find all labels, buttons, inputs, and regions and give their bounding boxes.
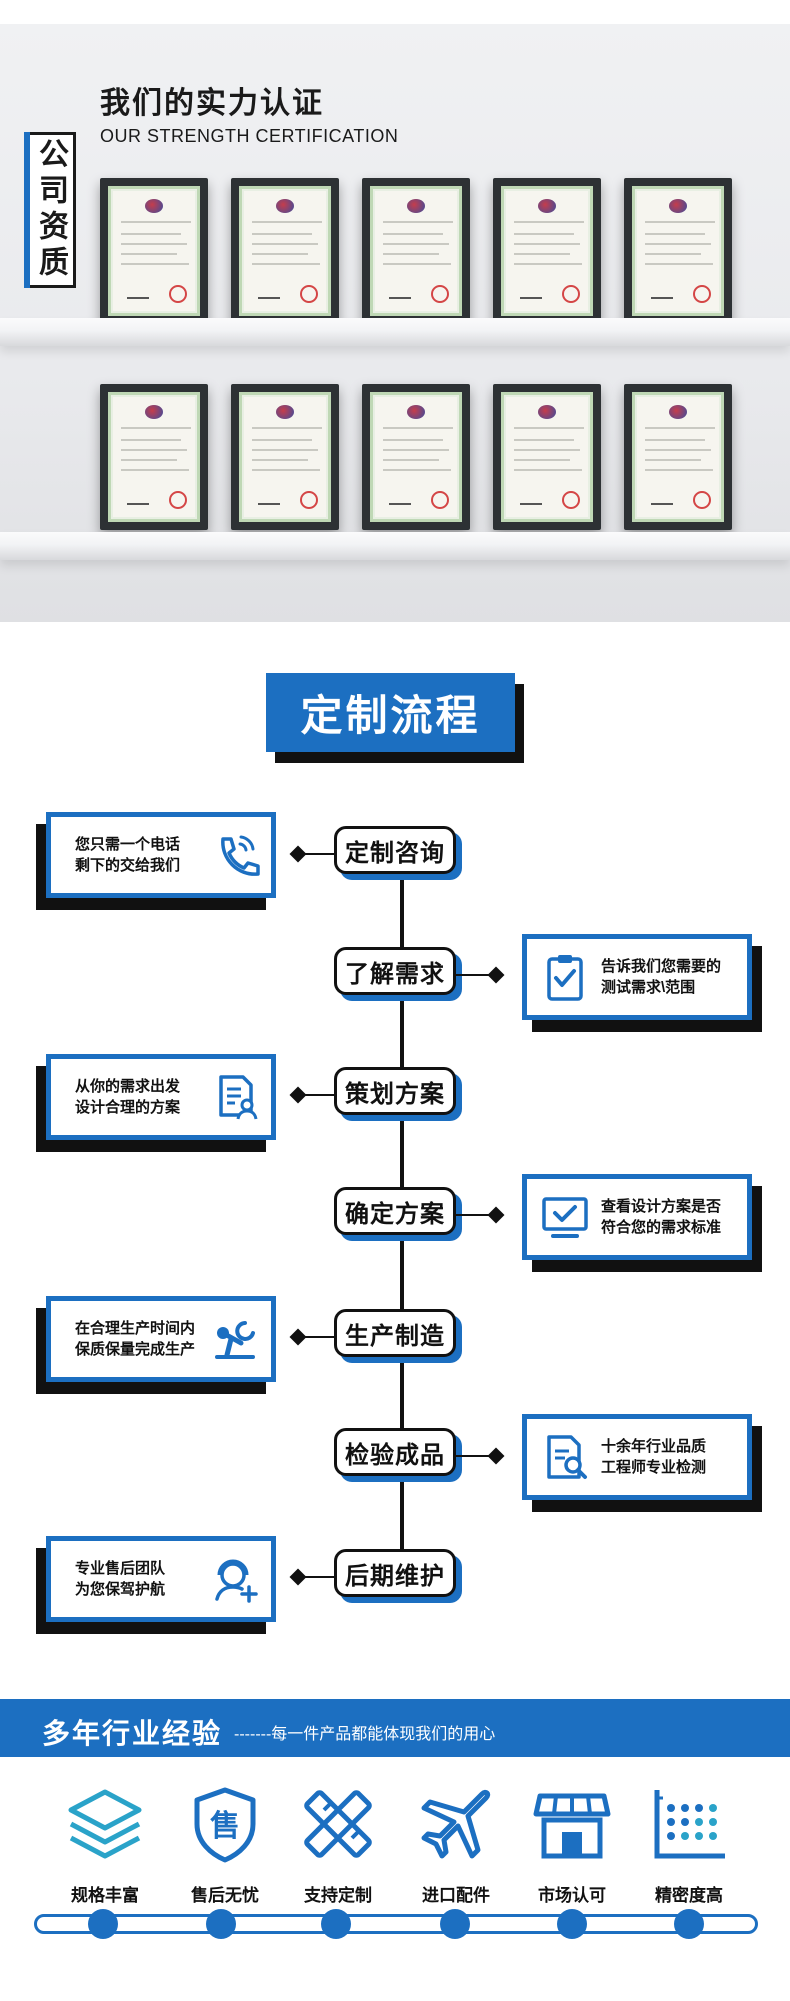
feature-item: 进口配件	[406, 1784, 506, 1906]
timeline-dot	[206, 1909, 236, 1939]
support-agent-icon	[215, 1559, 258, 1603]
feature-label: 市场认可	[538, 1886, 606, 1905]
certificate-frame	[493, 178, 601, 324]
document-search-icon	[547, 1435, 587, 1479]
certificate-frame	[231, 384, 339, 530]
step-card-text: 在合理生产时间内 保质保量完成生产	[75, 1320, 196, 1358]
step-inspect: 检验成品	[334, 1428, 456, 1476]
step-connector	[456, 1455, 498, 1457]
feature-item: 售 售后无忧	[175, 1784, 275, 1906]
step-card-text: 告诉我们您需要的 测试需求\范围	[601, 958, 722, 996]
certification-title: 我们的实力认证	[100, 87, 324, 120]
phone-icon	[221, 835, 260, 876]
step-connector	[292, 853, 334, 855]
ruler-pencil-icon	[304, 1790, 372, 1858]
certificate-frame	[362, 384, 470, 530]
experience-title: 多年行业经验	[42, 1718, 223, 1749]
step-card-consult: 您只需一个电话 剩下的交给我们	[46, 812, 276, 898]
step-connector	[292, 1336, 334, 1338]
connector-diamond	[289, 1086, 307, 1104]
feature-label: 售后无忧	[191, 1886, 259, 1905]
step-card-text: 您只需一个电话 剩下的交给我们	[75, 836, 181, 874]
step-connector	[292, 1094, 334, 1096]
display-shelf	[0, 532, 790, 560]
connector-diamond	[289, 845, 307, 863]
step-consult: 定制咨询	[334, 826, 456, 874]
certificate-frame	[362, 178, 470, 324]
layers-icon	[68, 1789, 142, 1859]
certificate-frame	[493, 384, 601, 530]
experience-subtitle: -------每一件产品都能体现我们的用心	[234, 1726, 496, 1743]
step-connector	[456, 974, 498, 976]
step-connector	[456, 1214, 498, 1216]
step-card-produce: 在合理生产时间内 保质保量完成生产	[46, 1296, 276, 1382]
certificate-frame	[624, 384, 732, 530]
certificate-frame	[100, 178, 208, 324]
certificate-frame	[100, 384, 208, 530]
connector-diamond	[289, 1328, 307, 1346]
company-qualification-label: 公司资质	[24, 132, 76, 288]
top-margin	[0, 0, 790, 24]
step-card-text: 查看设计方案是否 符合您的需求标准	[601, 1198, 722, 1236]
feature-item: 支持定制	[288, 1784, 388, 1906]
connector-diamond	[289, 1568, 307, 1586]
connector-diamond	[487, 966, 505, 984]
timeline-dot	[88, 1909, 118, 1939]
feature-item: 精密度高	[639, 1784, 739, 1906]
feature-item: 规格丰富	[55, 1784, 155, 1906]
step-connector	[292, 1576, 334, 1578]
storefront-icon	[533, 1793, 611, 1859]
timeline-dot	[321, 1909, 351, 1939]
connector-diamond	[487, 1447, 505, 1465]
timeline-dot	[557, 1909, 587, 1939]
clipboard-check-icon	[547, 955, 583, 1001]
step-confirm: 确定方案	[334, 1187, 456, 1235]
timeline-dot	[674, 1909, 704, 1939]
precision-grid-icon	[654, 1790, 725, 1859]
step-card-understand: 告诉我们您需要的 测试需求\范围	[522, 934, 752, 1020]
timeline-track	[34, 1914, 758, 1934]
display-shelf	[0, 318, 790, 346]
after-sales-shield-icon: 售	[194, 1787, 256, 1863]
feature-label: 进口配件	[422, 1886, 490, 1905]
feature-label: 精密度高	[655, 1886, 723, 1905]
robot-arm-icon	[215, 1321, 255, 1359]
experience-banner	[0, 1699, 790, 1757]
document-user-icon	[219, 1075, 258, 1120]
step-card-confirm: 查看设计方案是否 符合您的需求标准	[522, 1174, 752, 1260]
feature-label: 支持定制	[304, 1886, 372, 1905]
step-card-inspect: 十余年行业品质 工程师专业检测	[522, 1414, 752, 1500]
step-card-text: 十余年行业品质 工程师专业检测	[601, 1438, 707, 1476]
step-card-text: 从你的需求出发 设计合理的方案	[75, 1078, 181, 1116]
step-card-plan: 从你的需求出发 设计合理的方案	[46, 1054, 276, 1140]
step-produce: 生产制造	[334, 1309, 456, 1357]
airplane-icon	[421, 1789, 491, 1859]
connector-diamond	[487, 1206, 505, 1224]
step-card-maintain: 专业售后团队 为您保驾护航	[46, 1536, 276, 1622]
side-label-text: 公司资质	[34, 138, 67, 282]
certification-subtitle: OUR STRENGTH CERTIFICATION	[100, 126, 399, 146]
process-title: 定制流程	[266, 673, 515, 752]
timeline-dot	[440, 1909, 470, 1939]
step-card-text: 专业售后团队 为您保驾护航	[75, 1560, 166, 1598]
step-maintain: 后期维护	[334, 1549, 456, 1597]
svg-text:售: 售	[210, 1809, 240, 1844]
certificate-frame	[231, 178, 339, 324]
step-understand: 了解需求	[334, 947, 456, 995]
feature-label: 规格丰富	[71, 1886, 139, 1905]
certification-section: 我们的实力认证 OUR STRENGTH CERTIFICATION 公司资质	[0, 0, 790, 622]
feature-item: 市场认可	[522, 1784, 622, 1906]
certificate-frame	[624, 178, 732, 324]
monitor-check-icon	[542, 1197, 588, 1238]
step-plan: 策划方案	[334, 1067, 456, 1115]
